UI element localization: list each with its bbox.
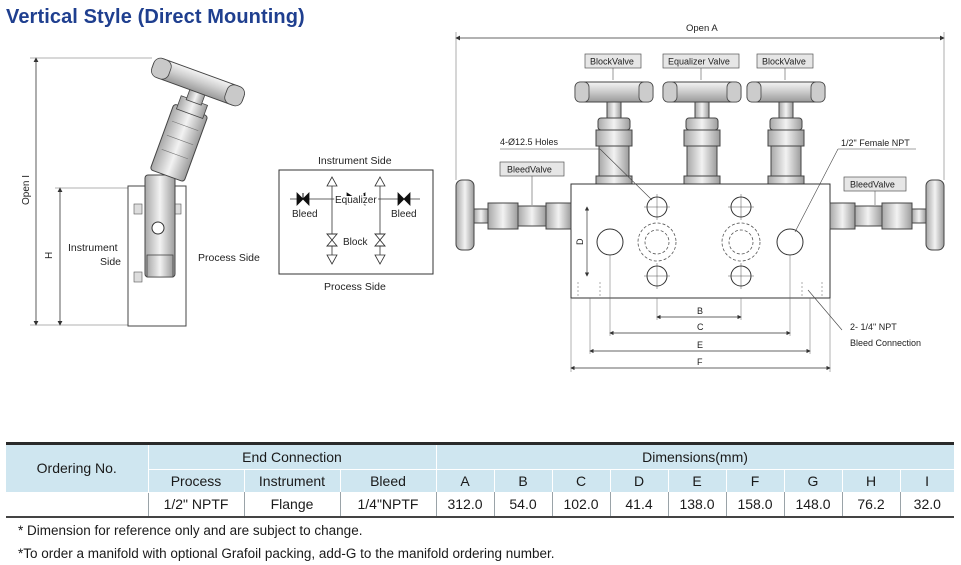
dim-f-label: F [697,357,703,367]
dim-col-header: A [436,469,495,492]
dim-col-header: B [494,469,553,492]
dim-cell: 32.0 [900,492,955,518]
block-valve-2-label: BlockValve [762,57,806,67]
dim-col-header: D [610,469,669,492]
instrument-header: Instrument [244,469,341,492]
instrument-cell: Flange [244,492,341,518]
dim-col-header: I [900,469,955,492]
front-view: Open A BlockValve Equalizer Valve BlockV… [455,23,945,372]
ordering-no-header: Ordering No. [6,445,149,493]
technical-drawing: Open I H Instrument Side Proces [21,23,945,372]
notes: * Dimension for reference only and are s… [18,519,555,565]
bleed-cell: 1/4"NPTF [340,492,437,518]
equalizer-label: Equalizer [335,195,377,206]
side-view: Open I H Instrument Side Proces [21,57,260,327]
open-a-label: Open A [686,23,718,34]
dim-col-header: F [726,469,785,492]
note-line: *To order a manifold with optional Grafo… [18,546,555,561]
block-valve-1-label: BlockValve [590,57,634,67]
equalizer-valve-label: Equalizer Valve [668,57,730,67]
holes-label: 4-Ø12.5 Holes [500,137,559,147]
block-label: Block [343,237,368,248]
dim-cell: 102.0 [552,492,611,518]
schematic-top-label: Instrument Side [318,155,392,167]
page-title: Vertical Style (Direct Mounting) [6,6,305,28]
dim-cell: 41.4 [610,492,669,518]
dim-cell: 148.0 [784,492,843,518]
bleed-right-label: Bleed [391,209,417,220]
process-cell: 1/2" NPTF [148,492,245,518]
bleed-header: Bleed [340,469,437,492]
dim-cell: 138.0 [668,492,727,518]
dim-b-label: B [697,306,703,316]
open-i-label: Open I [21,175,32,205]
dimension-table: Ordering No. End Connection Dimensions(m… [6,445,955,518]
bleed-left-label: Bleed [292,209,318,220]
schematic-bottom-label: Process Side [324,281,386,293]
instrument-side-label: Side [100,256,121,268]
process-side-label: Process Side [198,252,260,264]
instrument-label: Instrument [68,242,118,254]
dim-cell: 54.0 [494,492,553,518]
note-line: * Dimension for reference only and are s… [18,523,363,538]
female-npt-label: 1/2" Female NPT [841,138,910,148]
dim-col-header: G [784,469,843,492]
ordering-cell [6,492,149,518]
bleed-valve-left-label: BleedValve [507,165,552,175]
dim-col-header: C [552,469,611,492]
valve-schematic: Instrument Side Process Side Equalizer B… [278,155,434,293]
dim-c-label: C [697,322,704,332]
dim-e-label: E [697,340,703,350]
table-top-rule [6,442,954,445]
dim-col-header: H [842,469,901,492]
process-header: Process [148,469,245,492]
table-row: 1/2" NPTF Flange 1/4"NPTF 312.0 54.0 102… [6,492,955,518]
bleed-connection-label: Bleed Connection [850,338,921,348]
dimensions-header: Dimensions(mm) [436,445,955,470]
end-connection-header: End Connection [148,445,437,470]
dim-col-header: E [668,469,727,492]
dim-cell: 76.2 [842,492,901,518]
h-dim-label: H [44,252,55,259]
bleed-valve-right-label: BleedValve [850,180,895,190]
dim-d-label: D [575,238,585,245]
dim-cell: 158.0 [726,492,785,518]
npt-label: 2- 1/4" NPT [850,322,897,332]
dim-cell: 312.0 [436,492,495,518]
dimension-table-container: Ordering No. End Connection Dimensions(m… [6,442,955,518]
